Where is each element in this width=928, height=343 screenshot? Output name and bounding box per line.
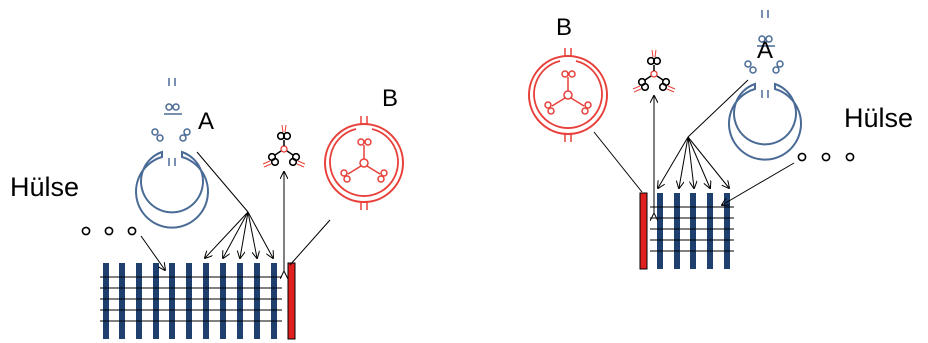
right-label-b: B: [556, 14, 572, 41]
right-label-a: A: [757, 37, 773, 64]
right-part-a: [728, 9, 802, 161]
left-part-b: [324, 115, 404, 211]
right-sleeve-rings: [797, 152, 855, 162]
right-plate-stack: [639, 192, 734, 270]
left-label-a: A: [198, 108, 214, 135]
left-sleeve-rings: [81, 226, 137, 236]
left-plate-stack: [100, 262, 296, 340]
left-spider-part: [262, 124, 306, 168]
right-label-sleeve: Hülse: [844, 103, 913, 133]
left-label-b: B: [382, 85, 398, 112]
right-assembly: A B Hülse: [528, 9, 913, 270]
left-assembly: A B Hülse: [10, 77, 404, 340]
right-part-b: [528, 47, 608, 143]
left-label-sleeve: Hülse: [10, 172, 79, 202]
right-spider-part: [632, 49, 676, 93]
